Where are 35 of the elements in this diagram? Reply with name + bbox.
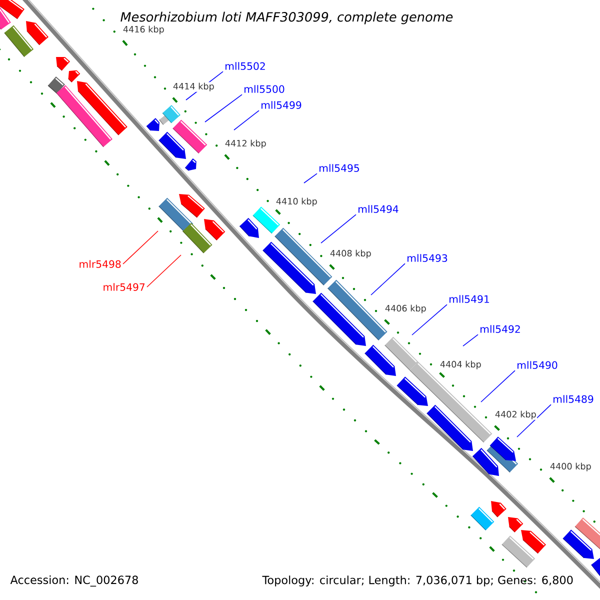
gene-label: mll5492 <box>480 325 520 333</box>
gene-label: mll5490 <box>518 361 558 369</box>
leader-line <box>204 94 242 122</box>
leader-line <box>320 214 356 244</box>
gene-label: mll5499 <box>262 101 302 109</box>
tick-label: 4400 kbp <box>549 462 592 472</box>
leader-line <box>516 404 552 438</box>
leader-line <box>412 304 448 336</box>
gene-label: mll5502 <box>226 62 265 70</box>
gene-label: mll5489 <box>554 395 594 403</box>
leader-line <box>146 254 182 288</box>
tick-label: 4402 kbp <box>494 410 538 420</box>
tick-label: 4412 kbp <box>224 139 268 149</box>
tick-label: 4406 kbp <box>384 304 428 314</box>
tick-label: 4410 kbp <box>275 197 318 207</box>
leader-line <box>462 334 478 346</box>
gene-label: mll5494 <box>358 205 398 213</box>
tick-label: 4416 kbp <box>122 25 166 35</box>
tick-label: 4408 kbp <box>329 249 372 259</box>
gene-label: mll5495 <box>320 164 359 172</box>
leader-line <box>234 110 260 130</box>
footer-text: Topology: circular; Length: 7,036,071 bp; Genes: 6,800 <box>262 576 573 586</box>
gene-label: mll5493 <box>408 254 448 262</box>
leader-line <box>370 263 406 296</box>
tick-label: 4404 kbp <box>439 360 482 370</box>
leader-line <box>304 173 318 184</box>
leader-line <box>480 370 516 402</box>
gene-label: mll5500 <box>244 85 284 93</box>
gene-label: mlr5498 <box>80 260 121 268</box>
leader-line <box>122 230 158 264</box>
tick-label: 4414 kbp <box>172 82 216 92</box>
gene-label: mlr5497 <box>104 283 145 291</box>
title: Mesorhizobium loti MAFF303099, complete genome <box>120 12 453 24</box>
footer-text: Accession: NC_002678 <box>10 575 138 587</box>
gene-label: mll5491 <box>450 295 489 303</box>
